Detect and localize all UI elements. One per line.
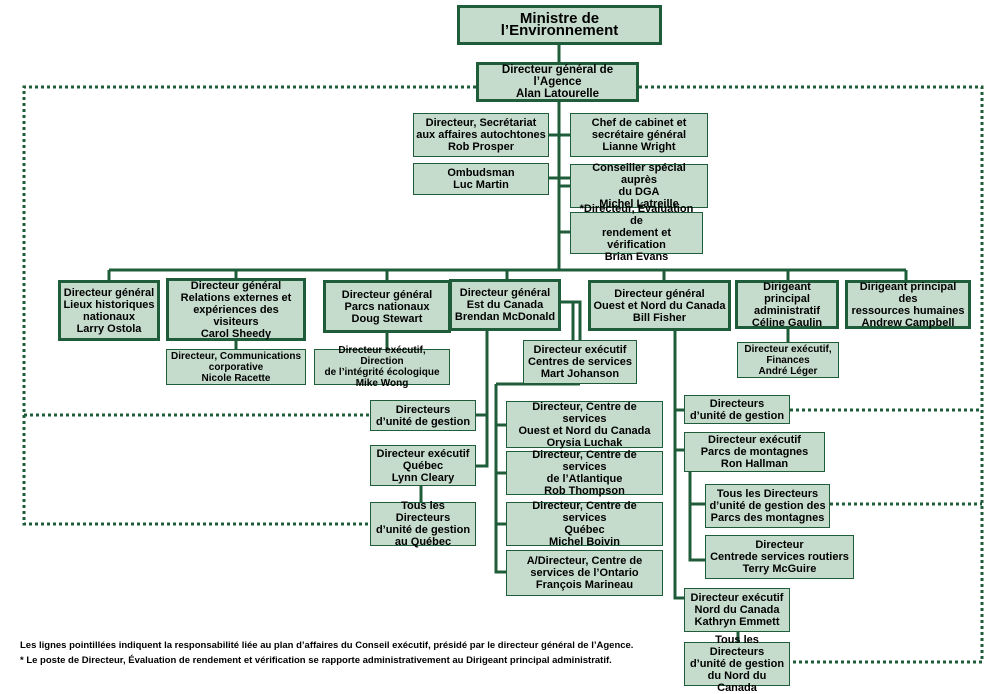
dir-finances-box: Directeur exécutif, Finances André Léger xyxy=(737,342,839,378)
chef-cabinet-box: Chef de cabinet et secrétaire général Li… xyxy=(570,113,708,157)
de-nord-box: Directeur exécutif Nord du Canada Kathry… xyxy=(684,588,790,632)
cs-quebec-box: Directeur, Centre de services Québec Mic… xyxy=(506,500,663,548)
dprh-box: Dirigeant principal des ressources humai… xyxy=(845,280,971,329)
dga-box: Directeur général de l’Agence Alan Latou… xyxy=(476,62,639,102)
footnote-asterisk: * Le poste de Directeur, Évaluation de r… xyxy=(20,655,612,666)
de-quebec-box: Directeur exécutif Québec Lynn Cleary xyxy=(370,445,476,486)
footnote-dotted-lines: Les lignes pointillées indiquent la resp… xyxy=(20,640,634,651)
ministre-box: Ministre de l’Environnement xyxy=(457,5,662,45)
dg-ouest-box: Directeur général Ouest et Nord du Canad… xyxy=(588,280,731,331)
cs-ontario-box: A/Directeur, Centre de services de l’Ont… xyxy=(506,550,663,596)
dg-lieux-box: Directeur général Lieux historiques nati… xyxy=(58,280,160,341)
dg-est-box: Directeur général Est du Canada Brendan … xyxy=(449,279,561,331)
dir-integrite-box: Directeur exécutif, Direction de l’intég… xyxy=(314,345,450,389)
tous-nord-box: Tous les Directeurs d’unité de gestion d… xyxy=(684,634,790,694)
dir-evaluation-box: *Directeur, Évaluation de rendement et v… xyxy=(570,203,703,263)
de-centres-box: Directeur exécutif Centres de services M… xyxy=(523,340,637,384)
dir-unite-ouest-box: Directeurs d’unité de gestion xyxy=(684,395,790,424)
de-montagnes-box: Directeur exécutif Parcs de montagnes Ro… xyxy=(684,432,825,472)
ombudsman-box: Ombudsman Luc Martin xyxy=(413,163,549,195)
tous-montagnes-box: Tous les Directeurs d’unité de gestion d… xyxy=(705,484,830,528)
cs-atlantique-box: Directeur, Centre de services de l’Atlan… xyxy=(506,449,663,497)
dg-parcs-box: Directeur général Parcs nationaux Doug S… xyxy=(323,280,451,333)
dir-routiers-box: Directeur Centrede services routiers Ter… xyxy=(705,535,854,579)
tous-quebec-box: Tous les Directeurs d’unité de gestion a… xyxy=(370,500,476,548)
conseiller-box: Conseiller spécial auprès du DGA Michel … xyxy=(570,162,708,210)
dpa-box: Dirigeant principal administratif Céline… xyxy=(735,280,839,329)
dg-relations-box: Directeur général Relations externes et … xyxy=(166,278,306,341)
dir-communications-box: Directeur, Communications corporative Ni… xyxy=(166,349,306,385)
cs-ouest-box: Directeur, Centre de services Ouest et N… xyxy=(506,401,663,449)
dir-autochtones-box: Directeur, Secrétariat aux affaires auto… xyxy=(413,113,549,157)
dir-unite-est-box: Directeurs d’unité de gestion xyxy=(370,400,476,431)
